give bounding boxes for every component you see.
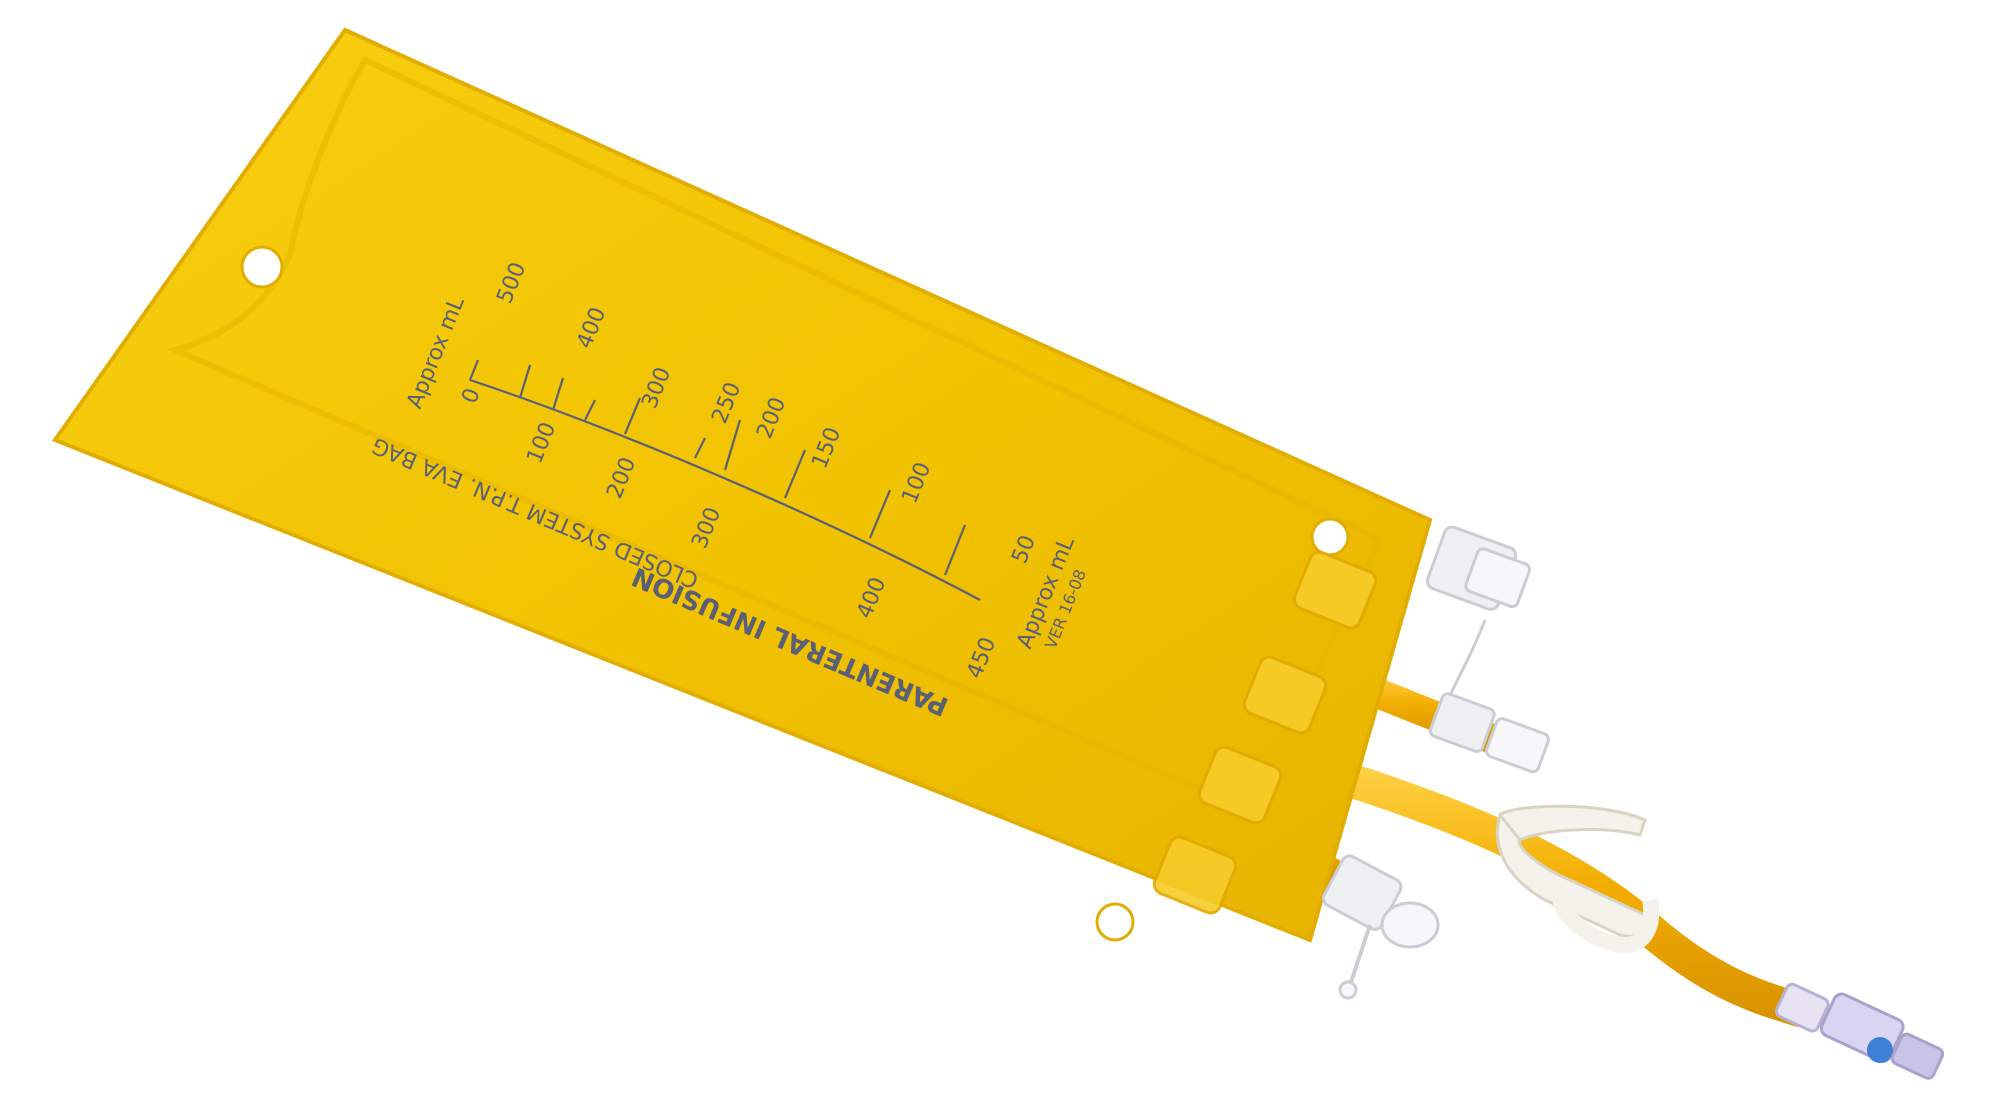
- luer-lock-icon: [1774, 982, 1945, 1080]
- hang-hole-icon: [1310, 517, 1350, 557]
- graduation-scale: [468, 359, 981, 601]
- tube-bottom-connector: [1321, 854, 1440, 1000]
- hang-hole-icon: [1095, 902, 1135, 942]
- bag-seal-line: [166, 56, 1385, 814]
- scale-bottom-ticks: [723, 419, 967, 576]
- slide-clamp-icon: [1495, 804, 1660, 954]
- tube-top-connector: [1428, 692, 1550, 774]
- scale-baseline: [469, 378, 981, 601]
- port-housings: [1152, 550, 1378, 915]
- hang-hole-icon: [240, 245, 284, 289]
- scale-top-ticks: [468, 359, 706, 459]
- port-cap-icon: [1425, 525, 1531, 721]
